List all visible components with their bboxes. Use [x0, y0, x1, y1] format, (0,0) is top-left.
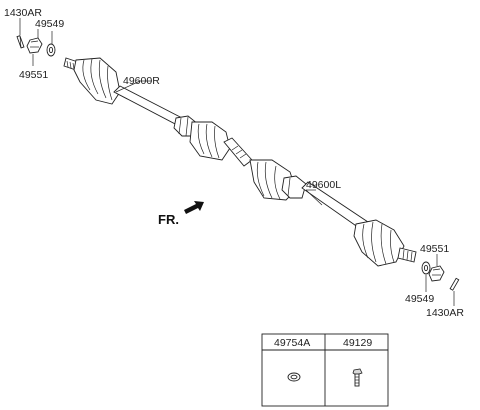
label-49549-top-left: 49549: [35, 18, 64, 30]
label-49549-bottom-right: 49549: [405, 293, 434, 305]
label-49600r: 49600R: [123, 75, 160, 87]
castle-nut-top-left: [26, 37, 43, 54]
damper-left: [281, 175, 307, 199]
snap-ring-icon: [287, 372, 301, 382]
legend-col-49129: 49129: [343, 337, 372, 349]
castle-nut-bottom-right: [428, 265, 445, 282]
cv-boot-top-left: [73, 57, 121, 105]
intermediate-shaft: [223, 137, 253, 167]
cotter-pin-top-left: [16, 35, 25, 49]
legend-table: 49754A 49129: [261, 333, 389, 407]
spline-stub-bottom-right: [397, 247, 417, 263]
front-direction-arrow-icon: [184, 201, 204, 214]
washer-top-left: [46, 43, 56, 57]
washer-bottom-right: [421, 261, 431, 275]
cv-boot-mid: [189, 121, 231, 161]
label-49551-top-left: 49551: [19, 69, 48, 81]
spline-mid: [231, 145, 247, 159]
front-direction-label: FR.: [158, 212, 179, 227]
legend-col-49754a: 49754A: [274, 337, 310, 349]
bolt-icon: [352, 368, 363, 387]
label-1430ar-bottom-right: 1430AR: [426, 307, 464, 319]
cotter-pin-bottom-right: [449, 277, 460, 291]
cv-boot-bottom-right: [353, 219, 405, 267]
label-49600l: 49600L: [306, 179, 341, 191]
label-1430ar-top-left: 1430AR: [4, 7, 42, 19]
label-49551-bottom-right: 49551: [420, 243, 449, 255]
drive-shaft-assembly: [63, 57, 417, 267]
